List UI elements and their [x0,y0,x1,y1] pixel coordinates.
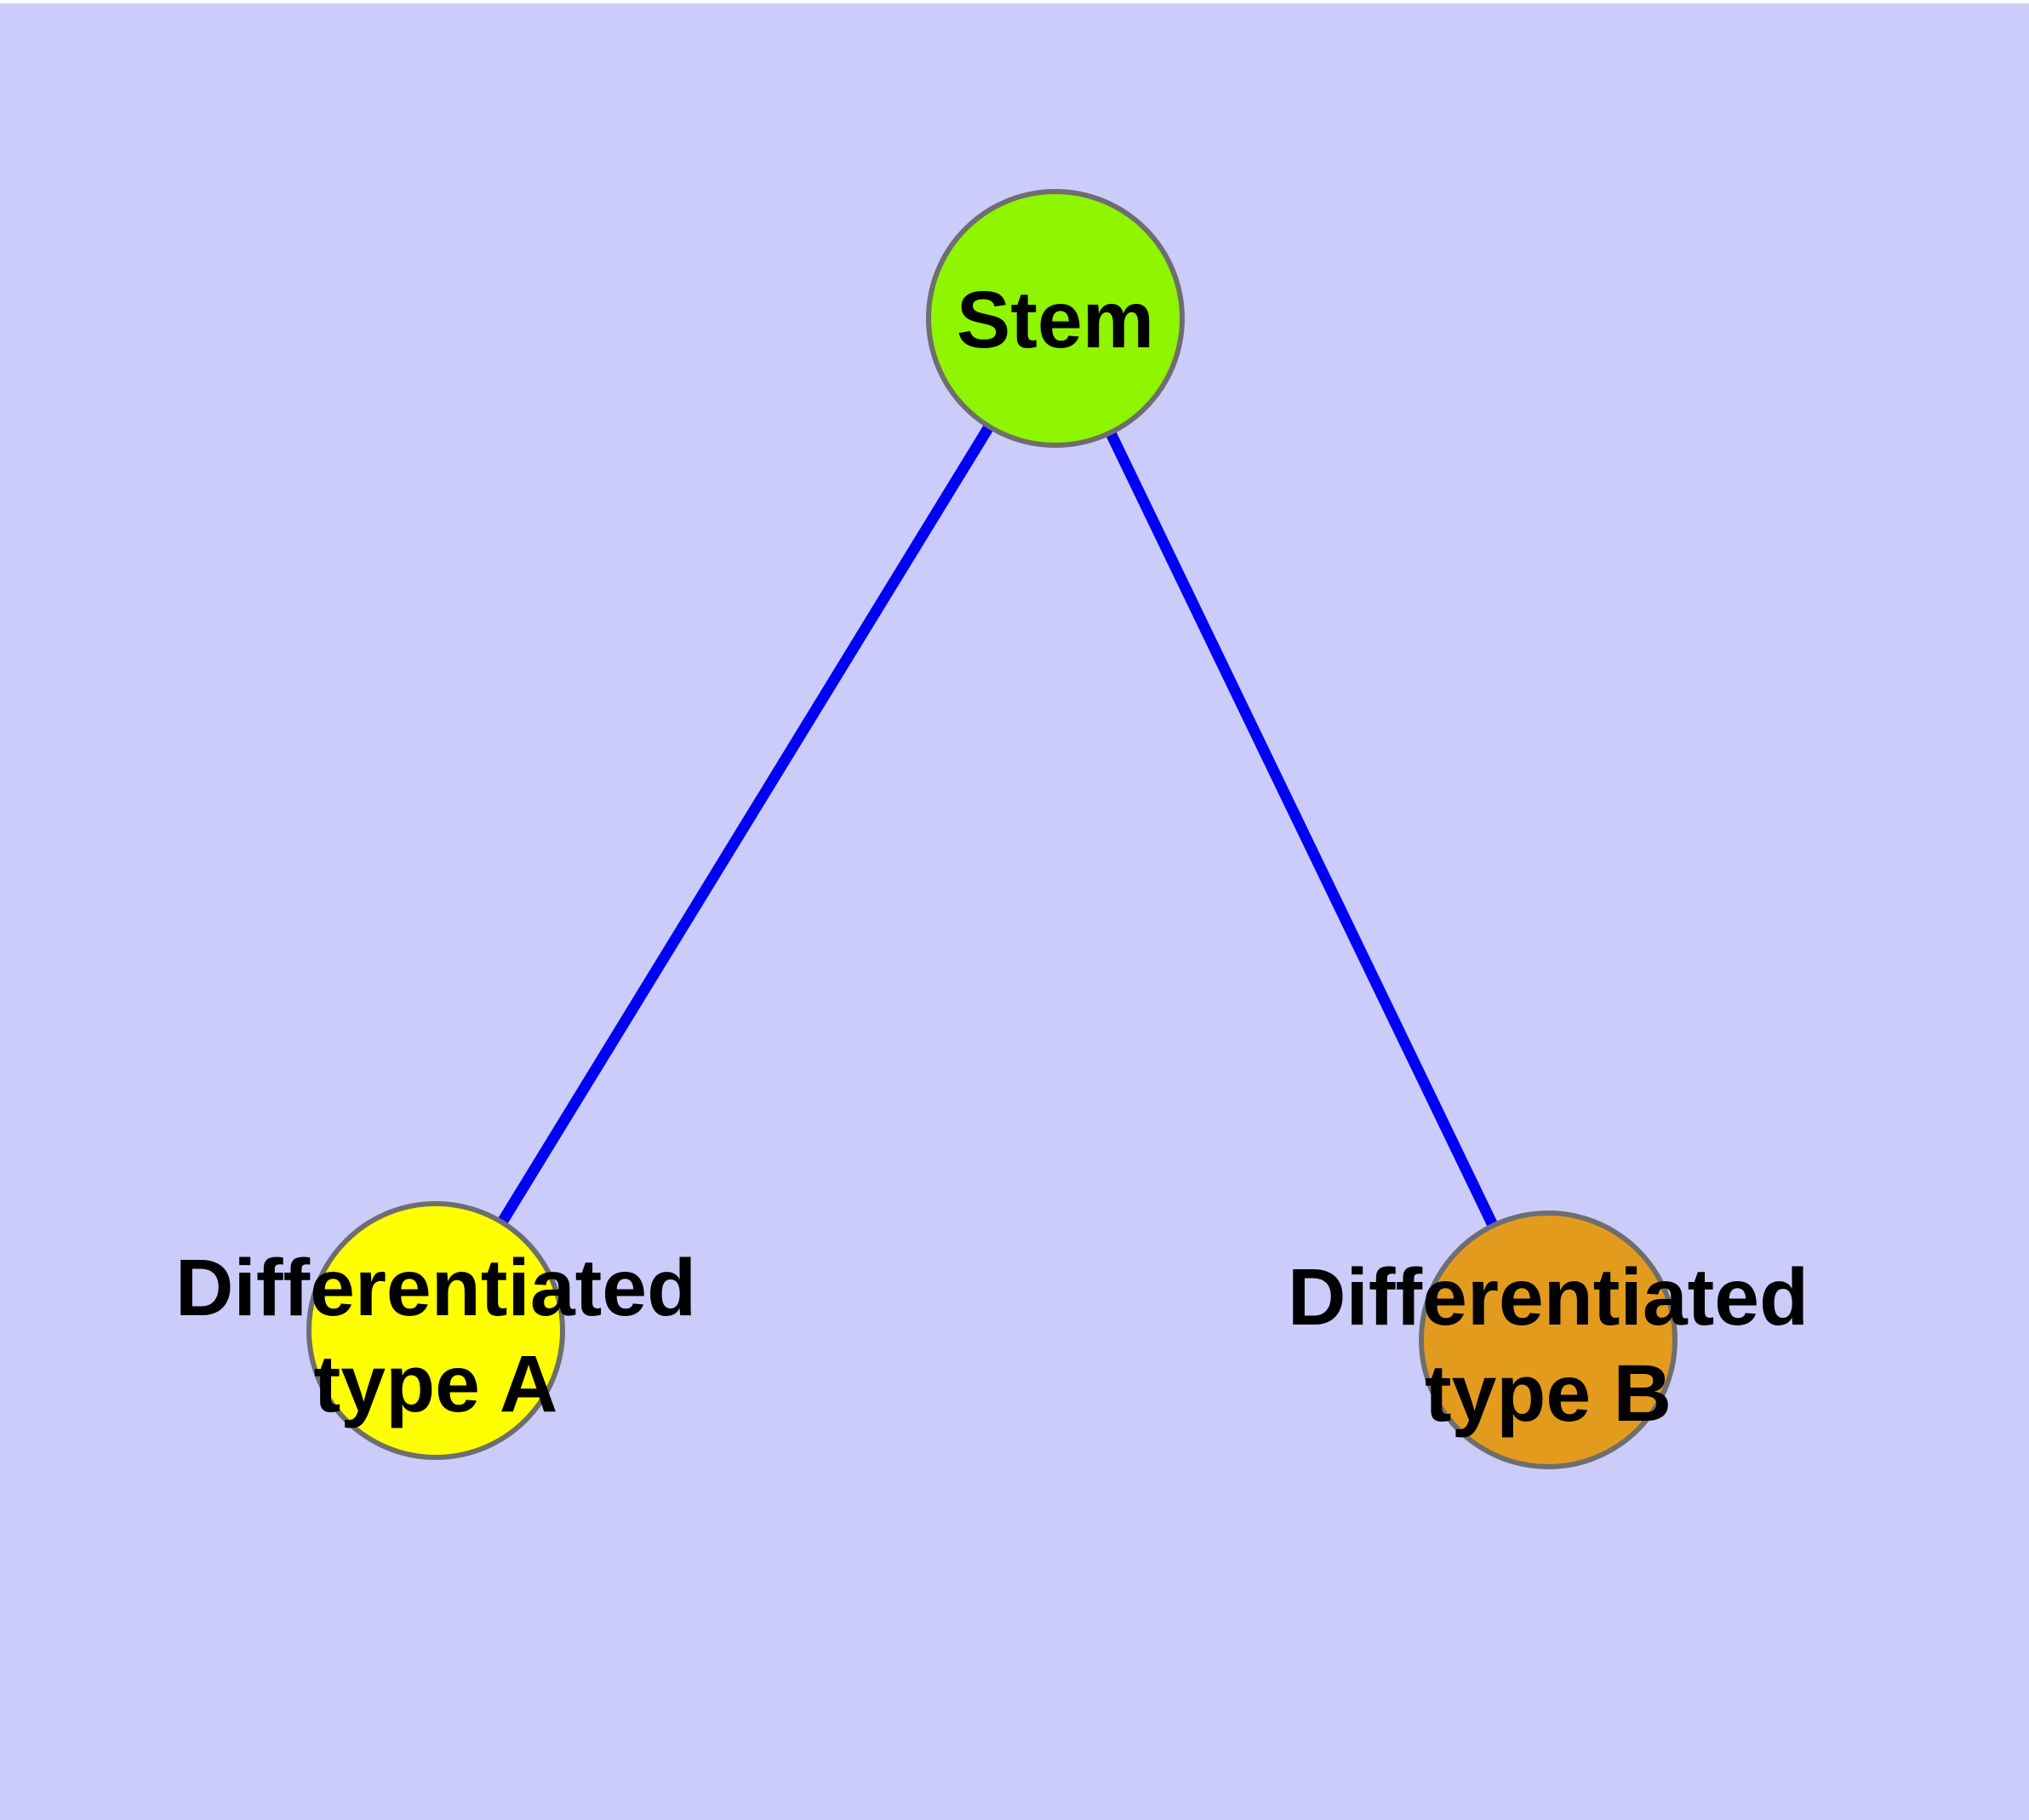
node-typeB-label-line: type B [1425,1348,1672,1439]
node-stem-label: Stem [957,275,1154,365]
node-typeA-label-line: Differentiated [175,1243,696,1333]
node-typeA-circle [306,1201,565,1460]
edge-stem-typeA [431,315,1060,1334]
node-typeA-label-line: type A [314,1339,558,1429]
edge-stem-typeB [1050,316,1553,1342]
node-typeB-circle [1419,1210,1677,1469]
node-stem-circle [926,189,1185,448]
node-stem-label-line: Stem [957,275,1154,365]
node-typeB-label-line: Differentiated [1288,1252,1809,1342]
top-margin [0,0,2029,3]
